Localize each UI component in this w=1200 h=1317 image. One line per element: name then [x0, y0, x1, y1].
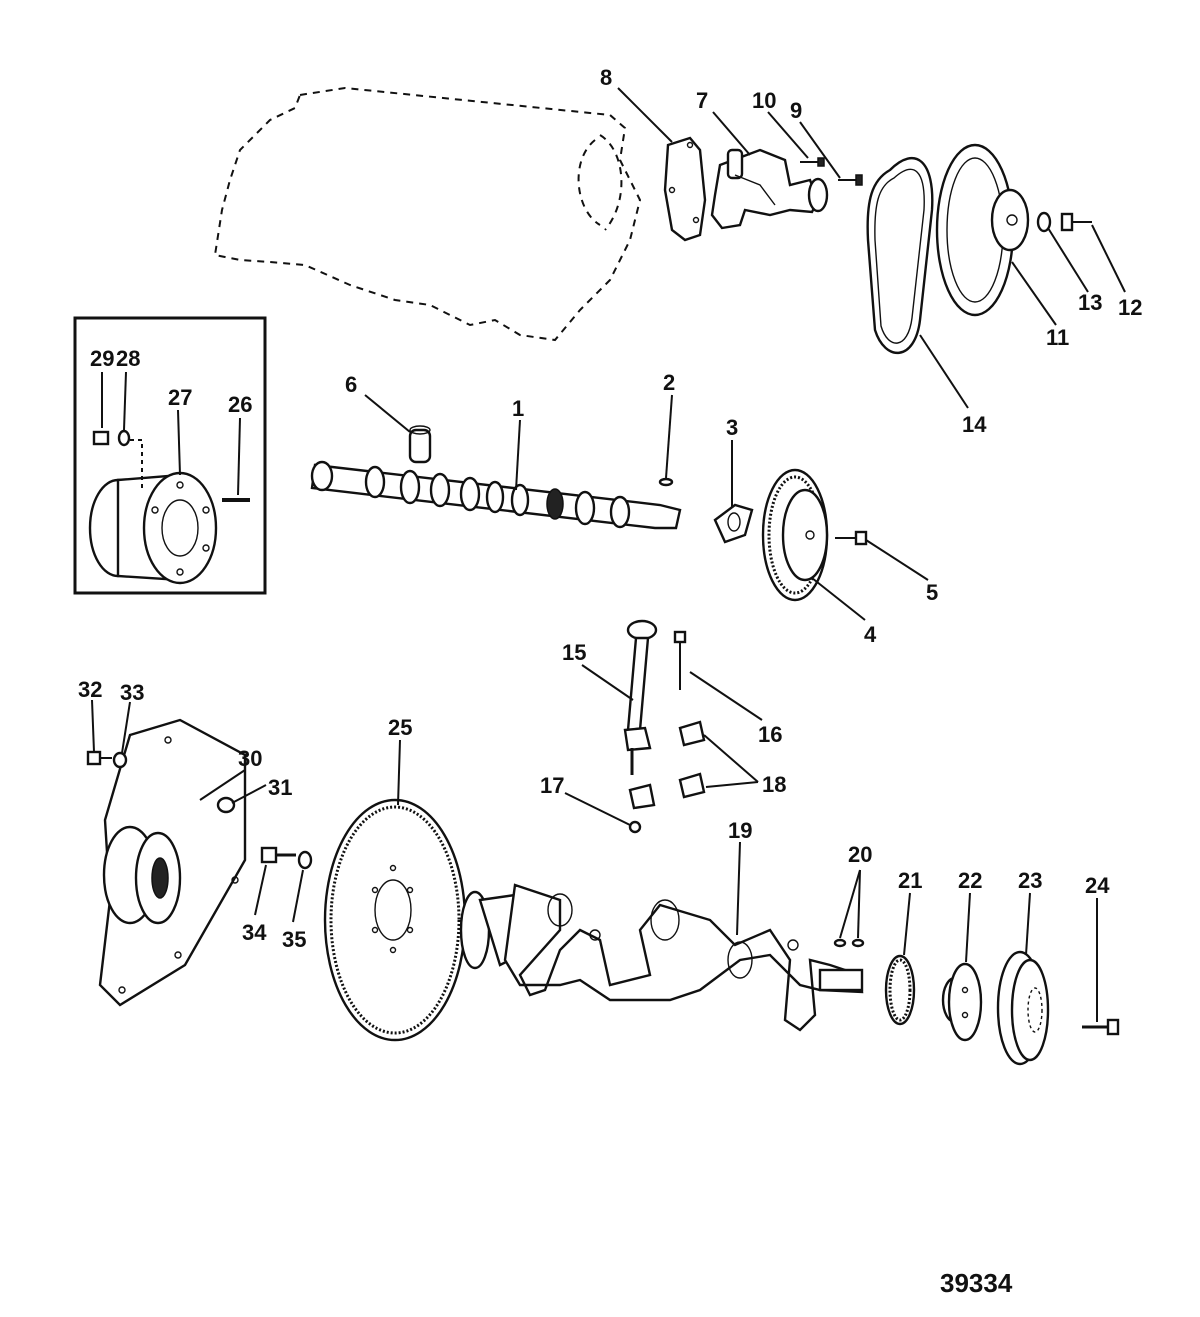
- part-18-bearings: [628, 720, 706, 810]
- part-21-crank-gear: [884, 954, 916, 1026]
- drawing-number: 39334: [940, 1268, 1013, 1298]
- callout-12: 12: [1118, 295, 1142, 320]
- callout-2: 2: [663, 370, 675, 395]
- part-5-bolt: [835, 530, 868, 546]
- callout-30: 30: [238, 746, 262, 771]
- part-6-lifter: [408, 425, 432, 464]
- callout-33: 33: [120, 680, 144, 705]
- callout-26: 26: [228, 392, 252, 417]
- callout-14: 14: [962, 412, 987, 437]
- part-19-crankshaft: [459, 883, 864, 1032]
- engine-block-outline: [213, 86, 642, 342]
- part-11-pulley: [935, 143, 1030, 317]
- callout-19: 19: [728, 818, 752, 843]
- part-13-washer: [1036, 211, 1052, 233]
- part-14-v-belt: [866, 157, 934, 355]
- callout-31: 31: [268, 775, 292, 800]
- part-2-key: [658, 477, 674, 487]
- part-28-washer: [117, 429, 131, 447]
- part-16-rod-bolt: [673, 630, 687, 690]
- callout-35: 35: [282, 927, 306, 952]
- callout-27: 27: [168, 385, 192, 410]
- callout-5: 5: [926, 580, 938, 605]
- part-7-water-pump: [710, 148, 829, 230]
- part-17-nut: [628, 820, 642, 834]
- part-1-camshaft: [310, 460, 682, 530]
- callout-6: 6: [345, 372, 357, 397]
- callout-32: 32: [78, 677, 102, 702]
- callout-34: 34: [242, 920, 267, 945]
- part-10-bolt: [800, 157, 825, 167]
- callout-24: 24: [1085, 873, 1110, 898]
- callout-17: 17: [540, 773, 564, 798]
- part-27-coupler: [88, 471, 218, 585]
- callout-16: 16: [758, 722, 782, 747]
- callout-3: 3: [726, 415, 738, 440]
- part-4-cam-gear: [761, 468, 829, 602]
- part-31-plug: [216, 796, 236, 814]
- callout-20: 20: [848, 842, 872, 867]
- callout-21: 21: [898, 868, 922, 893]
- callout-8: 8: [600, 65, 612, 90]
- callout-11: 11: [1046, 325, 1069, 350]
- part-8-gasket: [663, 136, 707, 242]
- callout-1: 1: [512, 396, 524, 421]
- callout-10: 10: [752, 88, 776, 113]
- part-23-balancer-pulley: [996, 950, 1050, 1066]
- part-20-keys: [833, 938, 865, 948]
- part-25-flywheel: [323, 798, 467, 1042]
- callout-13: 13: [1078, 290, 1102, 315]
- part-29-nut: [92, 430, 110, 446]
- part-34-bolt: [260, 846, 296, 864]
- callout-4: 4: [864, 622, 877, 647]
- part-9-bolt: [838, 174, 863, 186]
- callout-7: 7: [696, 88, 708, 113]
- part-32-bolt: [86, 750, 112, 766]
- callout-9: 9: [790, 98, 802, 123]
- callout-numbers: 8 7 10 9 12 13 11 14 2 3 1 6 5 4 29 28 2…: [78, 65, 1142, 952]
- part-33-washer: [112, 751, 128, 769]
- part-35-washer: [297, 850, 313, 870]
- part-22-hub: [941, 962, 983, 1042]
- callout-23: 23: [1018, 868, 1042, 893]
- part-12-bolt: [1060, 212, 1092, 232]
- inset-box: [73, 316, 267, 595]
- callout-22: 22: [958, 868, 982, 893]
- part-3-thrust-plate: [713, 503, 754, 544]
- leader-lines: [91, 87, 1126, 1022]
- callout-29: 29: [90, 346, 114, 371]
- callout-18: 18: [762, 772, 786, 797]
- callout-25: 25: [388, 715, 412, 740]
- part-30-housing-plate: [98, 718, 247, 1007]
- callout-28: 28: [116, 346, 140, 371]
- part-24-bolt: [1082, 1018, 1120, 1036]
- callout-15: 15: [562, 640, 586, 665]
